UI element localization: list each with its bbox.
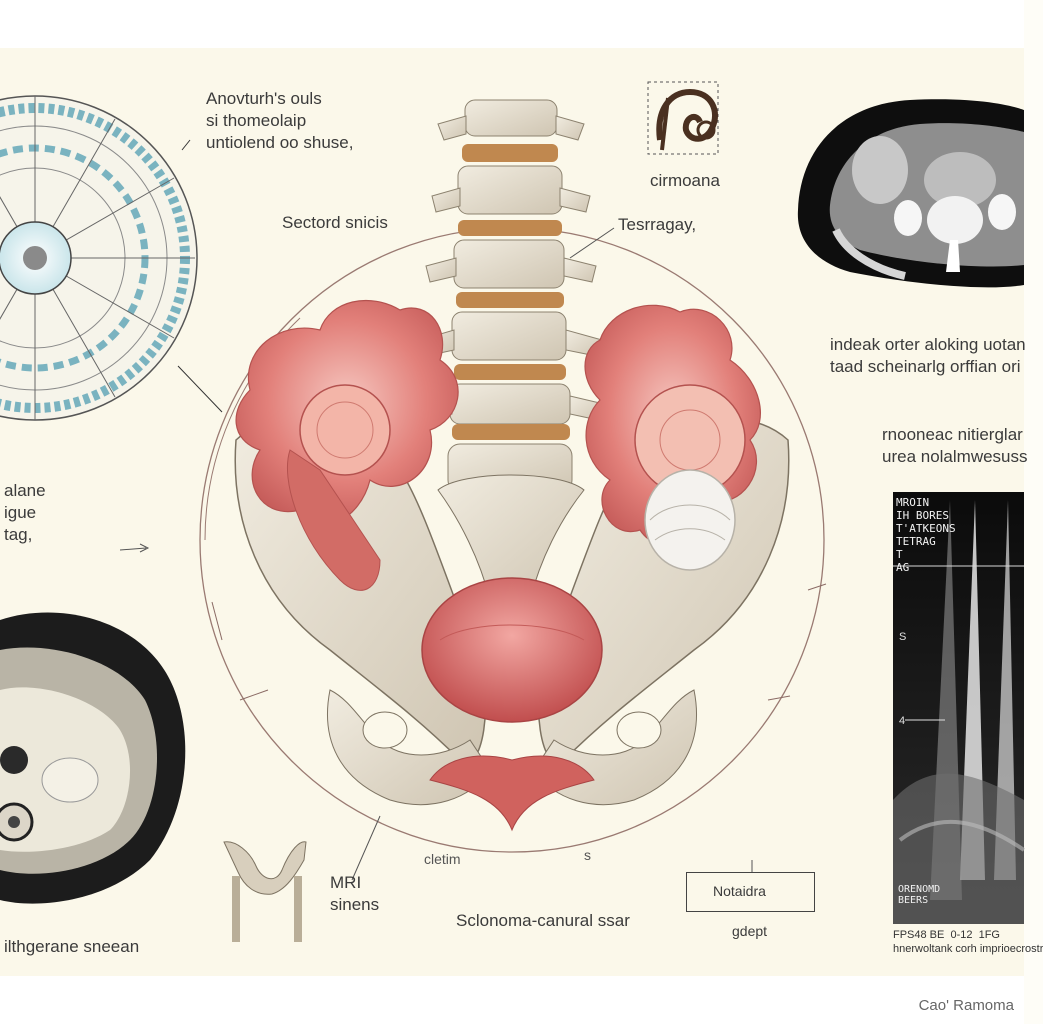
annotation-right-2: rnooneac nitierglar urea nolalmwesuss	[882, 425, 1028, 466]
ct-scan-top	[797, 99, 1024, 288]
leader-lines	[119, 227, 753, 881]
notaidra-label: Notaidra	[713, 883, 766, 899]
lumbar-spine	[417, 99, 605, 510]
sonogram-inner-caption: ORENOMD BEERS	[898, 884, 941, 906]
label-mri: MRI sinens	[330, 873, 380, 914]
pelvis-thumbnail	[223, 841, 307, 942]
label-bottom-left: ilthgerane sneean	[4, 937, 140, 956]
label-gdept: gdept	[732, 923, 768, 939]
sonogram-caption: FPS48 BE 0-12 1FG hnerwoltank corh impri…	[893, 929, 1043, 955]
axial-scan-bottom-left	[0, 612, 186, 904]
pelvic-tissue	[235, 299, 761, 832]
circle-tick-s: s	[584, 847, 591, 863]
organ-icon	[647, 81, 719, 155]
annotation-top-left: Anovturh's ouls si thomeolaip untiolend …	[206, 89, 354, 152]
rosette-diagram	[0, 95, 223, 421]
sonogram-panel	[893, 492, 1026, 924]
circle-tick-label: cletim	[424, 851, 461, 867]
sonogram-side-4: 4	[899, 715, 906, 727]
bottom-margin	[0, 976, 1024, 1024]
sonogram-side-s: S	[899, 631, 907, 643]
icon-caption: cirmoana	[650, 171, 720, 190]
credit-text: Cao' Ramoma	[918, 997, 1014, 1014]
annotation-left: alane igue tag,	[4, 481, 46, 544]
label-sectord: Sectord snicis	[282, 213, 388, 232]
label-bottom-center: Sclonoma-canural ssar	[456, 911, 630, 930]
notaidra-box: Notaidra	[686, 872, 815, 912]
label-tesrragay: Tesrragay,	[618, 215, 697, 234]
sonogram-header: MROIN IH BORES T'ATKEONS TETRAG T AG	[896, 496, 956, 574]
top-margin	[0, 0, 1024, 48]
annotation-right-1: indeak orter aloking uotan taad scheinar…	[830, 335, 1026, 376]
